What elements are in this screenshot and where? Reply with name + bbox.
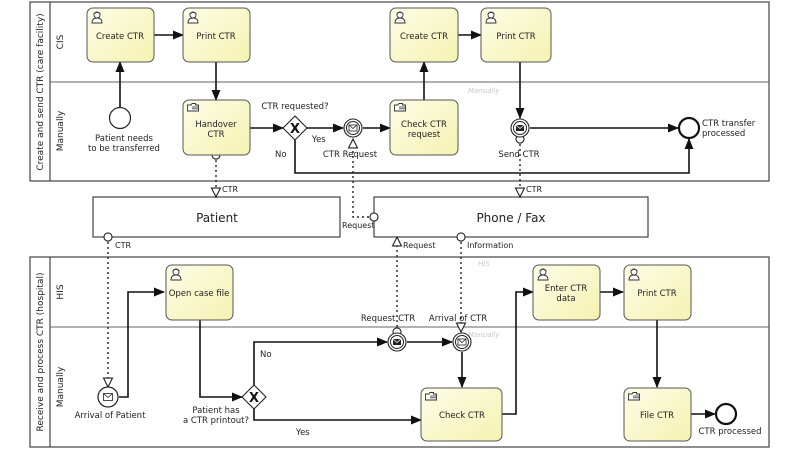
task-create-ctr[interactable]: Create CTR — [86, 7, 155, 63]
lane-title-his: HIS — [56, 284, 66, 299]
gateway-ctr-requested[interactable]: X CTR requested? Yes No — [261, 102, 328, 160]
start-event-arrival-of-patient[interactable]: Arrival of Patient — [75, 386, 146, 421]
pool-patient[interactable]: Patient — [92, 196, 341, 238]
gateway-no-label: No — [260, 350, 272, 360]
task-handover-ctr[interactable]: Handover CTR — [182, 99, 251, 156]
pool-title-care-facility: Create and send CTR (care facility) — [36, 13, 46, 170]
task-label: data — [556, 294, 575, 304]
task-label: Check CTR — [401, 120, 447, 130]
task-label: Handover — [195, 120, 237, 130]
envelope-icon — [348, 124, 358, 132]
task-label: request — [408, 130, 441, 140]
gateway-x-icon: X — [290, 122, 300, 137]
gateway-label: a CTR printout? — [183, 416, 249, 426]
message-label-information: Information — [467, 241, 513, 250]
task-label: CTR — [207, 130, 224, 140]
end-event-ctr-transfer-processed[interactable]: CTR transfer processed — [677, 116, 756, 140]
throw-event-send-ctr[interactable]: Send CTR — [498, 118, 540, 160]
gateway-yes-label: Yes — [311, 135, 326, 145]
event-label: Patient needs — [95, 134, 154, 144]
task-label: Print CTR — [496, 32, 535, 42]
pool-phone-fax[interactable]: Phone / Fax — [373, 196, 649, 238]
lane-title-manually-2: Manually — [56, 366, 66, 407]
task-create-ctr[interactable]: Create CTR — [389, 7, 459, 63]
task-check-ctr[interactable]: Check CTR — [420, 387, 503, 442]
task-check-ctr-request[interactable]: Check CTR request — [389, 99, 459, 156]
task-label: Open case file — [169, 289, 230, 299]
event-label: Arrival of Patient — [75, 411, 146, 421]
event-label: Request CTR — [361, 314, 415, 324]
message-label-ctr: CTR — [115, 241, 131, 250]
task-label: Print CTR — [637, 289, 676, 299]
gateway-x-icon: X — [249, 391, 259, 406]
event-label: Send CTR — [498, 150, 539, 160]
gateway-label: CTR requested? — [261, 102, 328, 112]
throw-event-request-ctr[interactable]: Request CTR — [361, 314, 415, 352]
task-label: Check CTR — [439, 411, 485, 421]
event-label: Arrival of CTR — [429, 314, 487, 324]
lane-title-manually: Manually — [56, 110, 66, 151]
task-print-ctr[interactable]: Print CTR — [623, 264, 692, 321]
task-open-case-file[interactable]: Open case file — [165, 264, 234, 321]
task-enter-ctr-data[interactable]: Enter CTR data — [532, 264, 601, 321]
envelope-icon — [457, 338, 467, 346]
event-label: processed — [702, 129, 745, 139]
catch-event-ctr-request[interactable]: CTR Request — [323, 118, 378, 160]
gateway-yes-label: Yes — [295, 428, 310, 438]
task-label: Enter CTR — [545, 284, 588, 294]
faint-lane-label: Manually — [468, 87, 500, 95]
message-label-ctr: CTR — [526, 185, 542, 194]
message-flows: CTR CTR Request CTR Request Information — [108, 139, 542, 387]
task-label: Create CTR — [96, 32, 144, 42]
start-event-patient-needs-transfer[interactable]: Patient needs to be transferred — [88, 106, 160, 155]
event-label: to be transferred — [88, 144, 160, 154]
task-file-ctr[interactable]: File CTR — [623, 387, 692, 442]
task-label: File CTR — [640, 411, 674, 421]
faint-lane-label: HIS — [478, 260, 490, 268]
task-label: Create CTR — [400, 32, 448, 42]
task-print-ctr[interactable]: Print CTR — [182, 7, 251, 63]
message-label-ctr: CTR — [222, 185, 238, 194]
message-label-request: Request — [342, 221, 375, 230]
end-event-ctr-processed[interactable]: CTR processed — [698, 402, 762, 437]
envelope-icon — [103, 393, 113, 401]
faint-lane-label: Manually — [468, 331, 500, 339]
event-label: CTR transfer — [702, 119, 756, 129]
pool-title-hospital: Receive and process CTR (hospital) — [36, 273, 46, 432]
pool-phone-fax-label: Phone / Fax — [476, 211, 545, 225]
task-label: Print CTR — [196, 32, 235, 42]
envelope-filled-icon — [515, 124, 525, 131]
lane-title-cis: CIS — [56, 34, 66, 49]
gateway-no-label: No — [275, 150, 287, 160]
pool-patient-label: Patient — [196, 211, 238, 225]
message-label-request: Request — [403, 241, 436, 250]
gateway-has-printout[interactable]: X Patient has a CTR printout? No Yes — [183, 350, 310, 438]
gateway-label: Patient has — [192, 406, 240, 416]
sequence-flows — [115, 30, 717, 425]
event-label: CTR processed — [698, 427, 761, 437]
task-print-ctr[interactable]: Print CTR — [480, 7, 552, 63]
catch-event-arrival-of-ctr[interactable]: Arrival of CTR — [429, 314, 487, 352]
event-label: CTR Request — [323, 150, 378, 160]
envelope-filled-icon — [392, 338, 402, 345]
